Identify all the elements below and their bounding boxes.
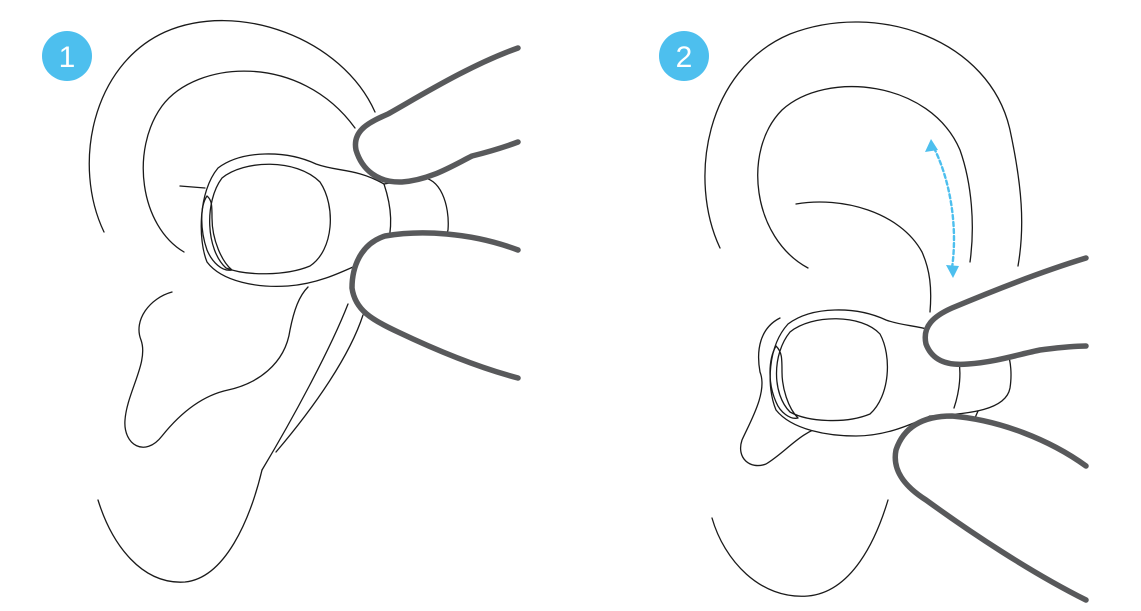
- step-1-badge: 1: [42, 31, 92, 81]
- rotation-arrow-head-bottom: [946, 265, 959, 278]
- fingers-icon: [349, 45, 521, 381]
- fingers-icon: [892, 255, 1089, 603]
- rotation-arrow-line: [932, 146, 956, 270]
- double-headed-arrow-icon: [925, 139, 959, 278]
- step-1-panel: 1: [42, 19, 521, 583]
- ear-outline-icon: [88, 19, 376, 583]
- step-1-badge-circle: [42, 31, 92, 81]
- step-2-number: 2: [676, 41, 693, 74]
- step-1-number: 1: [59, 41, 76, 74]
- step-2-badge-circle: [659, 31, 709, 81]
- rotation-arrow-head-top: [925, 139, 938, 152]
- step-2-panel: 2: [659, 21, 1089, 603]
- step-2-badge: 2: [659, 31, 709, 81]
